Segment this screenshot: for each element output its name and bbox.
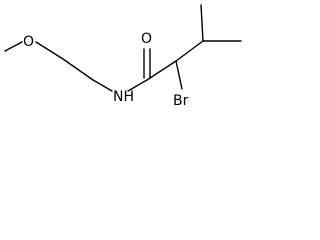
bond-oxygen-ch2	[35, 41, 64, 60]
bond-ch2-ch2	[62, 58, 94, 81]
carbonyl-oxygen-label: O	[141, 31, 152, 47]
bond-nh-carbonyl-carbon	[127, 79, 148, 92]
bond-alpha-ch	[175, 40, 204, 62]
bond-methyl-oxygen	[4, 41, 23, 52]
bond-ch-methyl-up	[200, 4, 204, 42]
chemical-structure: O O NH Br	[4, 4, 242, 109]
bond-ch2-nh	[92, 79, 113, 92]
bond-carbonyl-alpha	[146, 60, 177, 81]
bond-alpha-bromine	[175, 60, 183, 90]
bromine-label: Br	[173, 93, 189, 109]
amide-nh-label: NH	[113, 89, 134, 105]
ether-oxygen-label: O	[23, 34, 34, 50]
